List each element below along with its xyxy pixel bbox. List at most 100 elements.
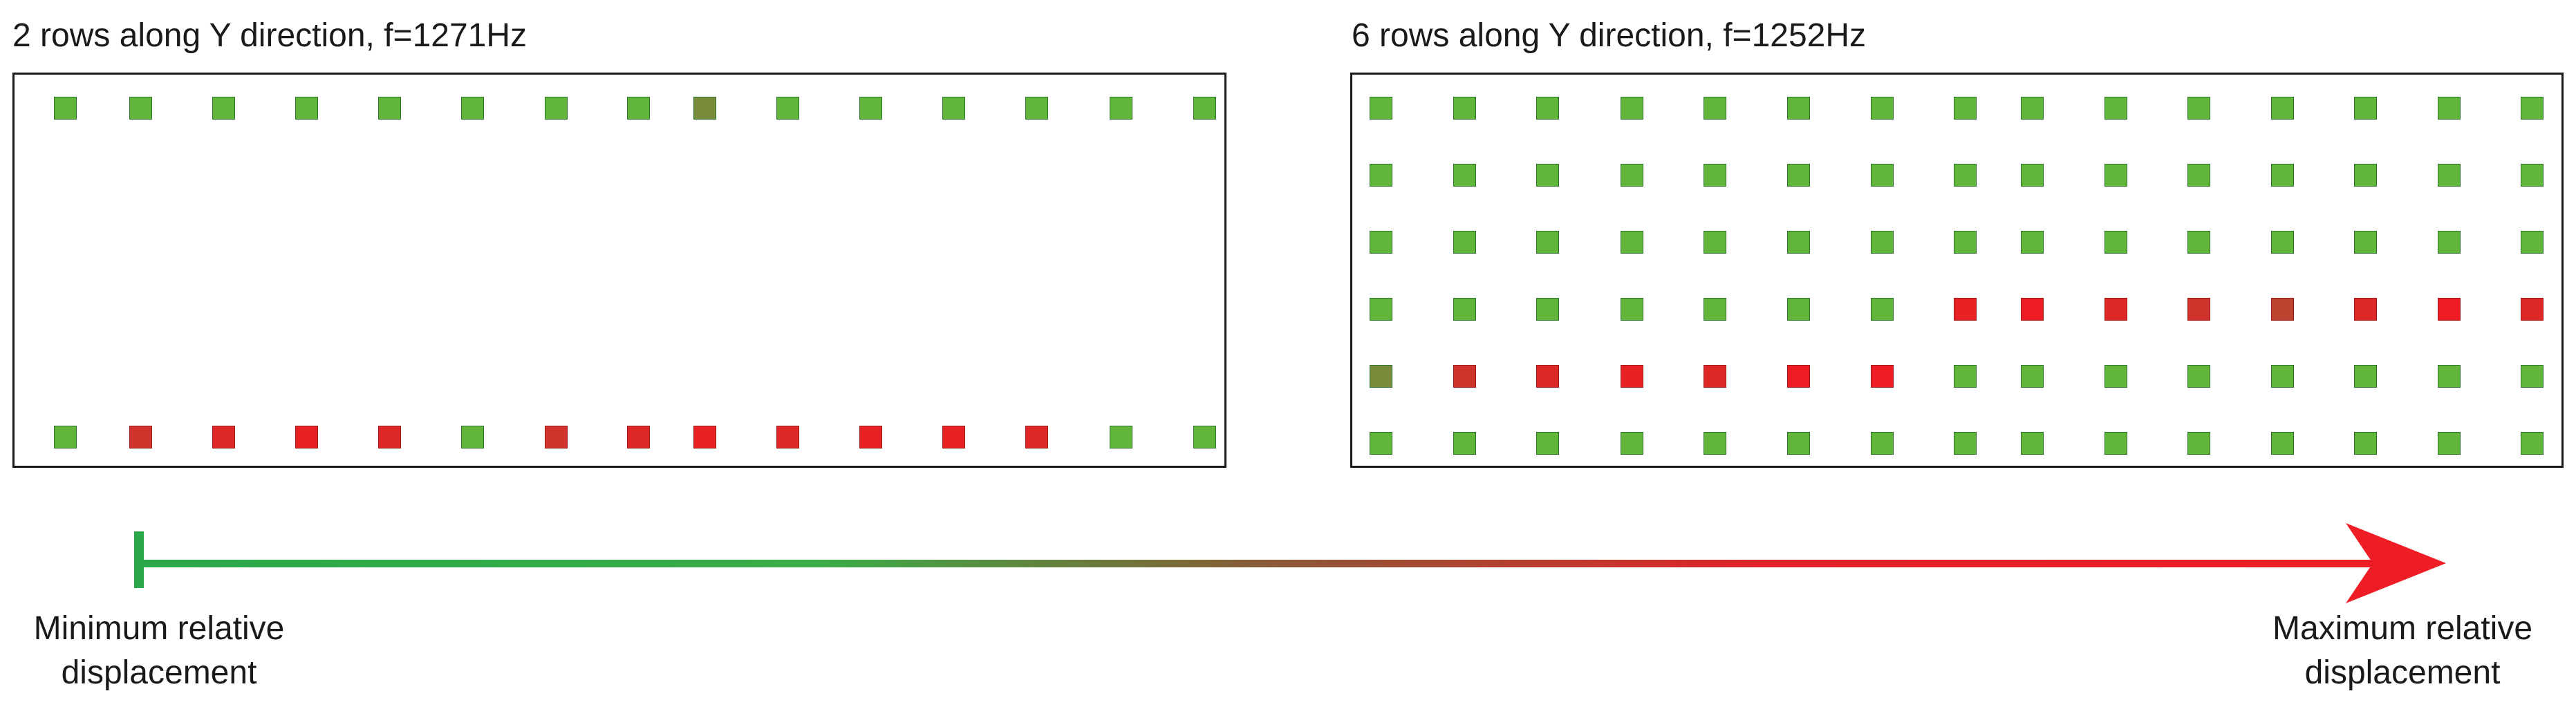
- sensor-point-r1-c11: [2187, 97, 2210, 120]
- sensor-point-r6-c9: [2021, 432, 2044, 455]
- sensor-point-r1-c12: [2271, 97, 2294, 120]
- sensor-point-r5-c13: [2354, 365, 2377, 388]
- sensor-point-r1-c2: [1453, 97, 1476, 120]
- sensor-point-r2-c4: [1621, 164, 1643, 187]
- sensor-point-r5-c7: [1871, 365, 1894, 388]
- sensor-point-r1-c4: [1621, 97, 1643, 120]
- sensor-point-r5-c11: [2187, 365, 2210, 388]
- sensor-point-r2-c1: [1370, 164, 1392, 187]
- sensor-point-r3-c5: [1704, 231, 1726, 254]
- sensor-point-r2-c9: [693, 426, 716, 448]
- sensor-point-r3-c3: [1536, 231, 1559, 254]
- panel-6-rows: [1350, 73, 2564, 468]
- sensor-point-r6-c14: [2438, 432, 2461, 455]
- sensor-point-r5-c10: [2104, 365, 2127, 388]
- sensor-point-r2-c1: [54, 426, 77, 448]
- sensor-point-r2-c15: [1193, 426, 1216, 448]
- sensor-point-r5-c9: [2021, 365, 2044, 388]
- sensor-point-r2-c6: [1787, 164, 1810, 187]
- sensor-point-r2-c7: [1871, 164, 1894, 187]
- sensor-point-r2-c14: [2438, 164, 2461, 187]
- sensor-point-r3-c15: [2521, 231, 2544, 254]
- sensor-point-r2-c10: [776, 426, 799, 448]
- sensor-point-r4-c2: [1453, 298, 1476, 321]
- sensor-point-r1-c11: [859, 97, 882, 120]
- sensor-point-r6-c15: [2521, 432, 2544, 455]
- sensor-point-r4-c14: [2438, 298, 2461, 321]
- sensor-point-r2-c4: [295, 426, 318, 448]
- sensor-point-r3-c7: [1871, 231, 1894, 254]
- sensor-point-r1-c8: [1954, 97, 1977, 120]
- sensor-point-r1-c14: [1110, 97, 1132, 120]
- sensor-point-r1-c3: [212, 97, 235, 120]
- sensor-point-r4-c9: [2021, 298, 2044, 321]
- sensor-point-r1-c5: [378, 97, 401, 120]
- sensor-point-r2-c10: [2104, 164, 2127, 187]
- sensor-point-r1-c7: [545, 97, 568, 120]
- sensor-point-r2-c13: [2354, 164, 2377, 187]
- sensor-point-r5-c12: [2271, 365, 2294, 388]
- sensor-point-r6-c13: [2354, 432, 2377, 455]
- sensor-point-r1-c9: [2021, 97, 2044, 120]
- sensor-point-r5-c3: [1536, 365, 1559, 388]
- sensor-point-r5-c15: [2521, 365, 2544, 388]
- sensor-point-r4-c12: [2271, 298, 2294, 321]
- sensor-point-r3-c12: [2271, 231, 2294, 254]
- sensor-point-r6-c7: [1871, 432, 1894, 455]
- sensor-point-r1-c5: [1704, 97, 1726, 120]
- sensor-point-r2-c2: [129, 426, 152, 448]
- sensor-point-r2-c5: [1704, 164, 1726, 187]
- panel-title-2-rows: 2 rows along Y direction, f=1271Hz: [12, 17, 528, 54]
- sensor-point-r4-c6: [1787, 298, 1810, 321]
- sensor-point-r4-c7: [1871, 298, 1894, 321]
- sensor-point-r4-c3: [1536, 298, 1559, 321]
- sensor-point-r2-c5: [378, 426, 401, 448]
- sensor-point-r1-c7: [1871, 97, 1894, 120]
- sensor-point-r2-c3: [1536, 164, 1559, 187]
- sensor-point-r2-c11: [2187, 164, 2210, 187]
- sensor-point-r4-c11: [2187, 298, 2210, 321]
- sensor-point-r1-c6: [1787, 97, 1810, 120]
- legend-max-label: Maximum relative displacement: [2272, 610, 2533, 691]
- sensor-point-r2-c3: [212, 426, 235, 448]
- sensor-point-r2-c8: [627, 426, 650, 448]
- sensor-point-r2-c13: [1025, 426, 1048, 448]
- sensor-point-r2-c6: [461, 426, 484, 448]
- sensor-point-r4-c13: [2354, 298, 2377, 321]
- sensor-point-r5-c14: [2438, 365, 2461, 388]
- sensor-point-r2-c2: [1453, 164, 1476, 187]
- panel-title-6-rows: 6 rows along Y direction, f=1252Hz: [1352, 17, 1867, 54]
- scale-bar: [139, 560, 2400, 567]
- sensor-point-r1-c6: [461, 97, 484, 120]
- sensor-point-r3-c13: [2354, 231, 2377, 254]
- sensor-point-r2-c8: [1954, 164, 1977, 187]
- sensor-point-r2-c12: [942, 426, 965, 448]
- sensor-point-r3-c11: [2187, 231, 2210, 254]
- sensor-point-r4-c1: [1370, 298, 1392, 321]
- sensor-point-r1-c13: [2354, 97, 2377, 120]
- sensor-point-r1-c8: [627, 97, 650, 120]
- sensor-point-r3-c4: [1621, 231, 1643, 254]
- sensor-point-r5-c1: [1370, 365, 1392, 388]
- sensor-point-r3-c2: [1453, 231, 1476, 254]
- sensor-point-r1-c15: [2521, 97, 2544, 120]
- sensor-point-r1-c14: [2438, 97, 2461, 120]
- scale-arrowhead: [2346, 523, 2446, 603]
- sensor-point-r5-c2: [1453, 365, 1476, 388]
- sensor-point-r4-c15: [2521, 298, 2544, 321]
- sensor-point-r3-c10: [2104, 231, 2127, 254]
- scale-start-tick: [134, 531, 144, 588]
- sensor-point-r6-c10: [2104, 432, 2127, 455]
- sensor-point-r6-c12: [2271, 432, 2294, 455]
- sensor-point-r4-c4: [1621, 298, 1643, 321]
- sensor-point-r1-c3: [1536, 97, 1559, 120]
- sensor-point-r2-c11: [859, 426, 882, 448]
- displacement-color-scale: [134, 523, 2446, 603]
- sensor-point-r6-c5: [1704, 432, 1726, 455]
- sensor-point-r2-c12: [2271, 164, 2294, 187]
- sensor-point-r6-c11: [2187, 432, 2210, 455]
- sensor-point-r5-c6: [1787, 365, 1810, 388]
- sensor-point-r2-c15: [2521, 164, 2544, 187]
- sensor-point-r5-c8: [1954, 365, 1977, 388]
- sensor-point-r1-c15: [1193, 97, 1216, 120]
